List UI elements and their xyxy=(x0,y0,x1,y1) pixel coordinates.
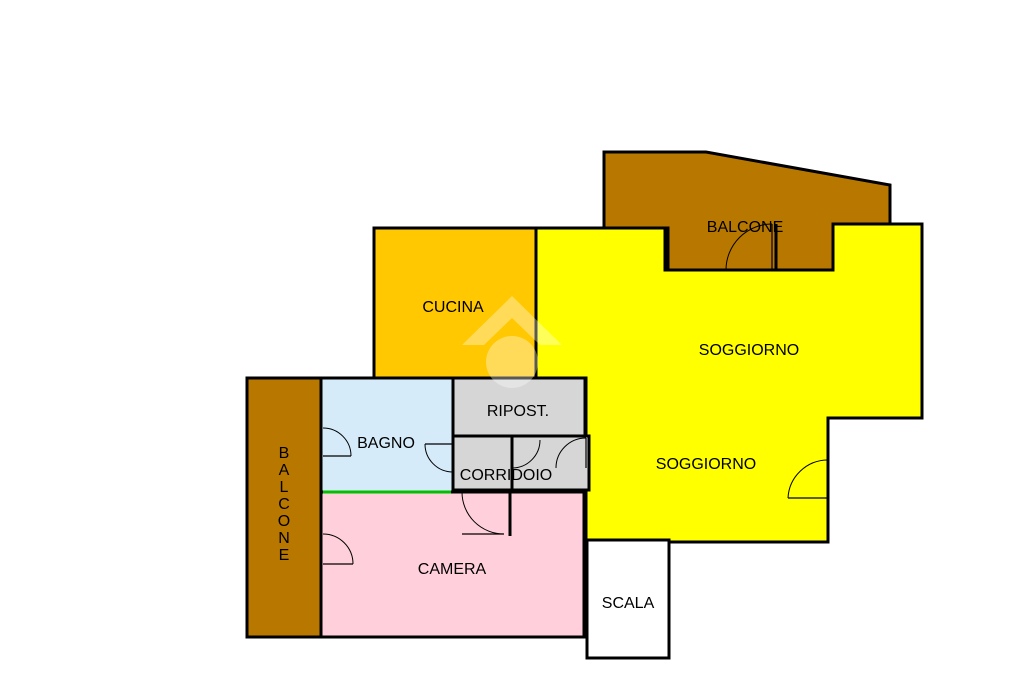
door-bagno-left xyxy=(322,427,352,457)
balcone-left-letter: L xyxy=(280,479,289,496)
label-soggiorno-lower: SOGGIORNO xyxy=(656,456,756,473)
ripostiglio-area xyxy=(451,376,587,438)
balcone-left-letter: A xyxy=(279,462,290,479)
cucina-area xyxy=(372,226,538,380)
label-bagno: BAGNO xyxy=(357,435,415,452)
balcone-left-letter: B xyxy=(279,445,290,462)
corridoio-area xyxy=(451,434,591,492)
label-camera: CAMERA xyxy=(418,561,487,578)
label-corridoio: CORRIDOIO xyxy=(460,467,552,484)
label-scala: SCALA xyxy=(602,595,655,612)
balcone-left-letter: N xyxy=(278,530,290,547)
door-soggiorno-right xyxy=(787,459,829,499)
label-soggiorno-upper: SOGGIORNO xyxy=(699,342,799,359)
scala-area xyxy=(585,538,671,660)
watermark-logo xyxy=(462,296,562,388)
door-ripost xyxy=(511,439,541,469)
balcone-left-letter: O xyxy=(278,513,290,530)
bagno-area xyxy=(319,376,455,494)
doors xyxy=(322,223,829,565)
soggiorno-area xyxy=(534,222,924,544)
door-camera-balcony xyxy=(322,533,354,565)
label-balcone-top: BALCONE xyxy=(707,219,783,236)
door-camera xyxy=(461,491,505,535)
balcone-left-area xyxy=(245,376,323,639)
label-cucina: CUCINA xyxy=(422,299,484,316)
label-ripostiglio: RIPOST. xyxy=(487,403,549,420)
balcone-left-letter: C xyxy=(278,496,290,513)
door-corridoio xyxy=(555,437,587,469)
label-balcone-left: B A L C O N E xyxy=(278,445,290,564)
balcone-left-letter: E xyxy=(279,547,290,564)
door-balcone-top xyxy=(725,223,773,271)
door-bagno xyxy=(424,443,454,473)
